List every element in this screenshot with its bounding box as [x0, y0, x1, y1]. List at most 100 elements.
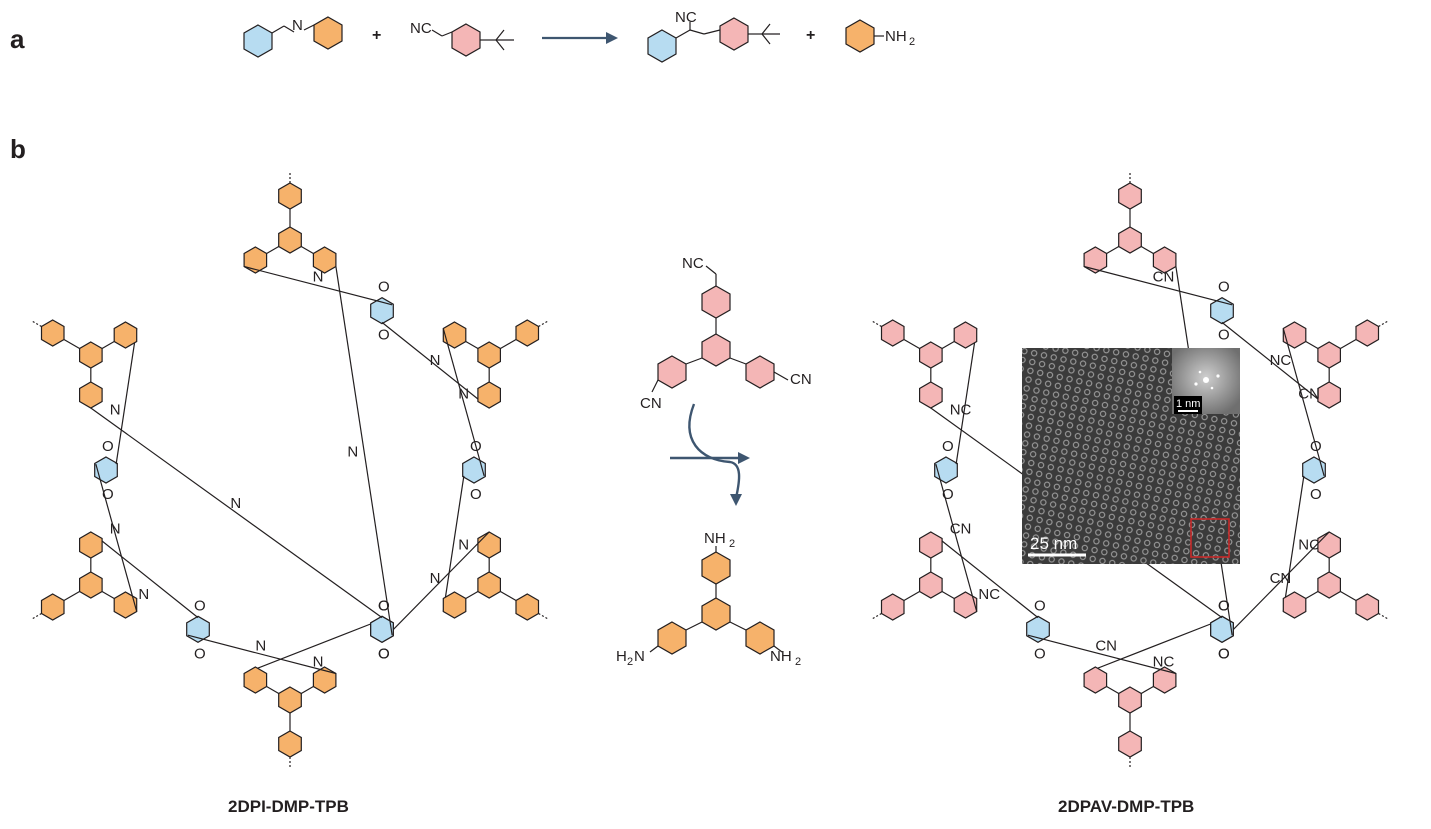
bond	[300, 245, 314, 255]
methoxy-o-label: O	[378, 645, 390, 662]
bond	[935, 463, 978, 612]
benzene-ring	[1118, 182, 1142, 210]
methoxy-o-label: O	[1218, 645, 1230, 662]
bond	[95, 463, 138, 612]
extension-bond	[1378, 319, 1390, 328]
benzene-ring	[243, 666, 268, 694]
tris-nitrile-monomer: NC CN CN	[640, 255, 812, 412]
methoxy-o-label: O	[1034, 645, 1046, 662]
benzene-ring	[1317, 571, 1342, 599]
imine-n-label: N	[347, 444, 358, 461]
benzene-ring	[918, 571, 943, 599]
bond	[90, 531, 199, 619]
bond	[90, 407, 383, 619]
benzene-ring	[78, 571, 103, 599]
inset-scale-label: 1 nm	[1176, 398, 1200, 410]
cn-label: NC	[978, 586, 1000, 603]
bond	[465, 340, 479, 350]
bond	[243, 622, 373, 675]
imine-n-label: N	[313, 268, 324, 285]
benzene-ring-pink	[719, 17, 749, 51]
imine-n-label: N	[138, 586, 149, 603]
benzene-ring	[515, 319, 540, 347]
bond	[1282, 475, 1305, 612]
benzene-ring-orange	[657, 621, 687, 655]
nitrile-reactant: NC	[410, 20, 514, 57]
bond	[300, 685, 314, 695]
imine-n-label: N	[313, 654, 324, 671]
benzene-ring-pink	[701, 333, 731, 367]
cn-label: CN	[1153, 268, 1175, 285]
benzene-ring-pink	[701, 285, 731, 319]
bond	[941, 340, 955, 350]
benzene-ring-pink	[745, 355, 775, 389]
benzene-ring-blue	[243, 24, 273, 58]
imine-n-label: N	[458, 537, 469, 554]
condensation-arrow	[670, 403, 750, 506]
bond	[442, 475, 465, 612]
benzene-ring	[1317, 531, 1342, 559]
benzene-ring	[953, 321, 978, 349]
benzene-ring	[953, 591, 978, 619]
benzene-ring	[1317, 381, 1342, 409]
curved-arrowhead	[730, 494, 742, 506]
benzene-ring	[477, 531, 501, 559]
benzene-ring	[312, 246, 337, 274]
monomer-nh-top-sub: 2	[729, 538, 735, 550]
extension-bond	[538, 612, 550, 621]
plus-sign-2: +	[806, 27, 815, 44]
methoxy-o-label: O	[1218, 279, 1230, 296]
benzene-ring	[1152, 246, 1177, 274]
bond	[930, 531, 1039, 619]
bond	[1340, 590, 1357, 602]
imine-n-label: N	[230, 495, 241, 512]
benzene-ring	[1083, 666, 1108, 694]
extension-bond	[1378, 612, 1390, 621]
benzene-ring	[1302, 456, 1326, 484]
bond	[1282, 328, 1325, 477]
benzene-ring	[1083, 246, 1108, 274]
cn-label: NC	[1153, 654, 1175, 671]
imine-n-label: N	[110, 402, 121, 419]
monomer-nc-top: NC	[682, 255, 704, 272]
benzene-ring-orange	[845, 19, 875, 53]
benzene-ring	[442, 321, 467, 349]
bond	[243, 265, 393, 306]
benzene-ring	[78, 531, 103, 559]
benzene-ring	[40, 593, 65, 621]
reaction-arrowhead-a	[606, 32, 618, 44]
monomer-nh-right: NH	[770, 648, 792, 665]
cn-label: CN	[1298, 386, 1320, 403]
bond	[63, 338, 80, 350]
imine-n-label: N	[110, 521, 121, 538]
benzene-ring-orange	[701, 597, 731, 631]
benzene-ring	[477, 571, 501, 599]
methoxy-o-label: O	[378, 645, 390, 662]
bond	[381, 321, 490, 409]
bond	[1305, 590, 1319, 600]
bond	[266, 685, 280, 695]
methoxy-o-label: O	[942, 438, 954, 455]
methoxy-o-label: O	[378, 597, 390, 614]
benzene-ring	[462, 456, 486, 484]
benzene-ring	[442, 591, 467, 619]
benzene-ring	[1355, 593, 1380, 621]
methoxy-o-label: O	[470, 486, 482, 503]
methoxy-o-label: O	[194, 597, 206, 614]
panel-label-a: a	[10, 24, 25, 54]
benzene-ring	[880, 319, 905, 347]
cn-label: CN	[950, 521, 972, 538]
imine-n-label: N	[292, 17, 303, 34]
aniline-sub-label: 2	[909, 36, 915, 48]
bond	[335, 266, 393, 636]
vinylene-product: NC	[647, 9, 780, 63]
benzene-ring	[312, 666, 337, 694]
bond	[1083, 622, 1213, 675]
cn-label: NC	[1270, 352, 1292, 369]
benzene-ring	[113, 591, 138, 619]
monomer-n-left: N	[634, 648, 645, 665]
benzene-ring-orange	[313, 16, 343, 50]
framework-name-right: 2DPAV-DMP-TPB	[1058, 797, 1194, 816]
benzene-ring	[278, 730, 302, 758]
